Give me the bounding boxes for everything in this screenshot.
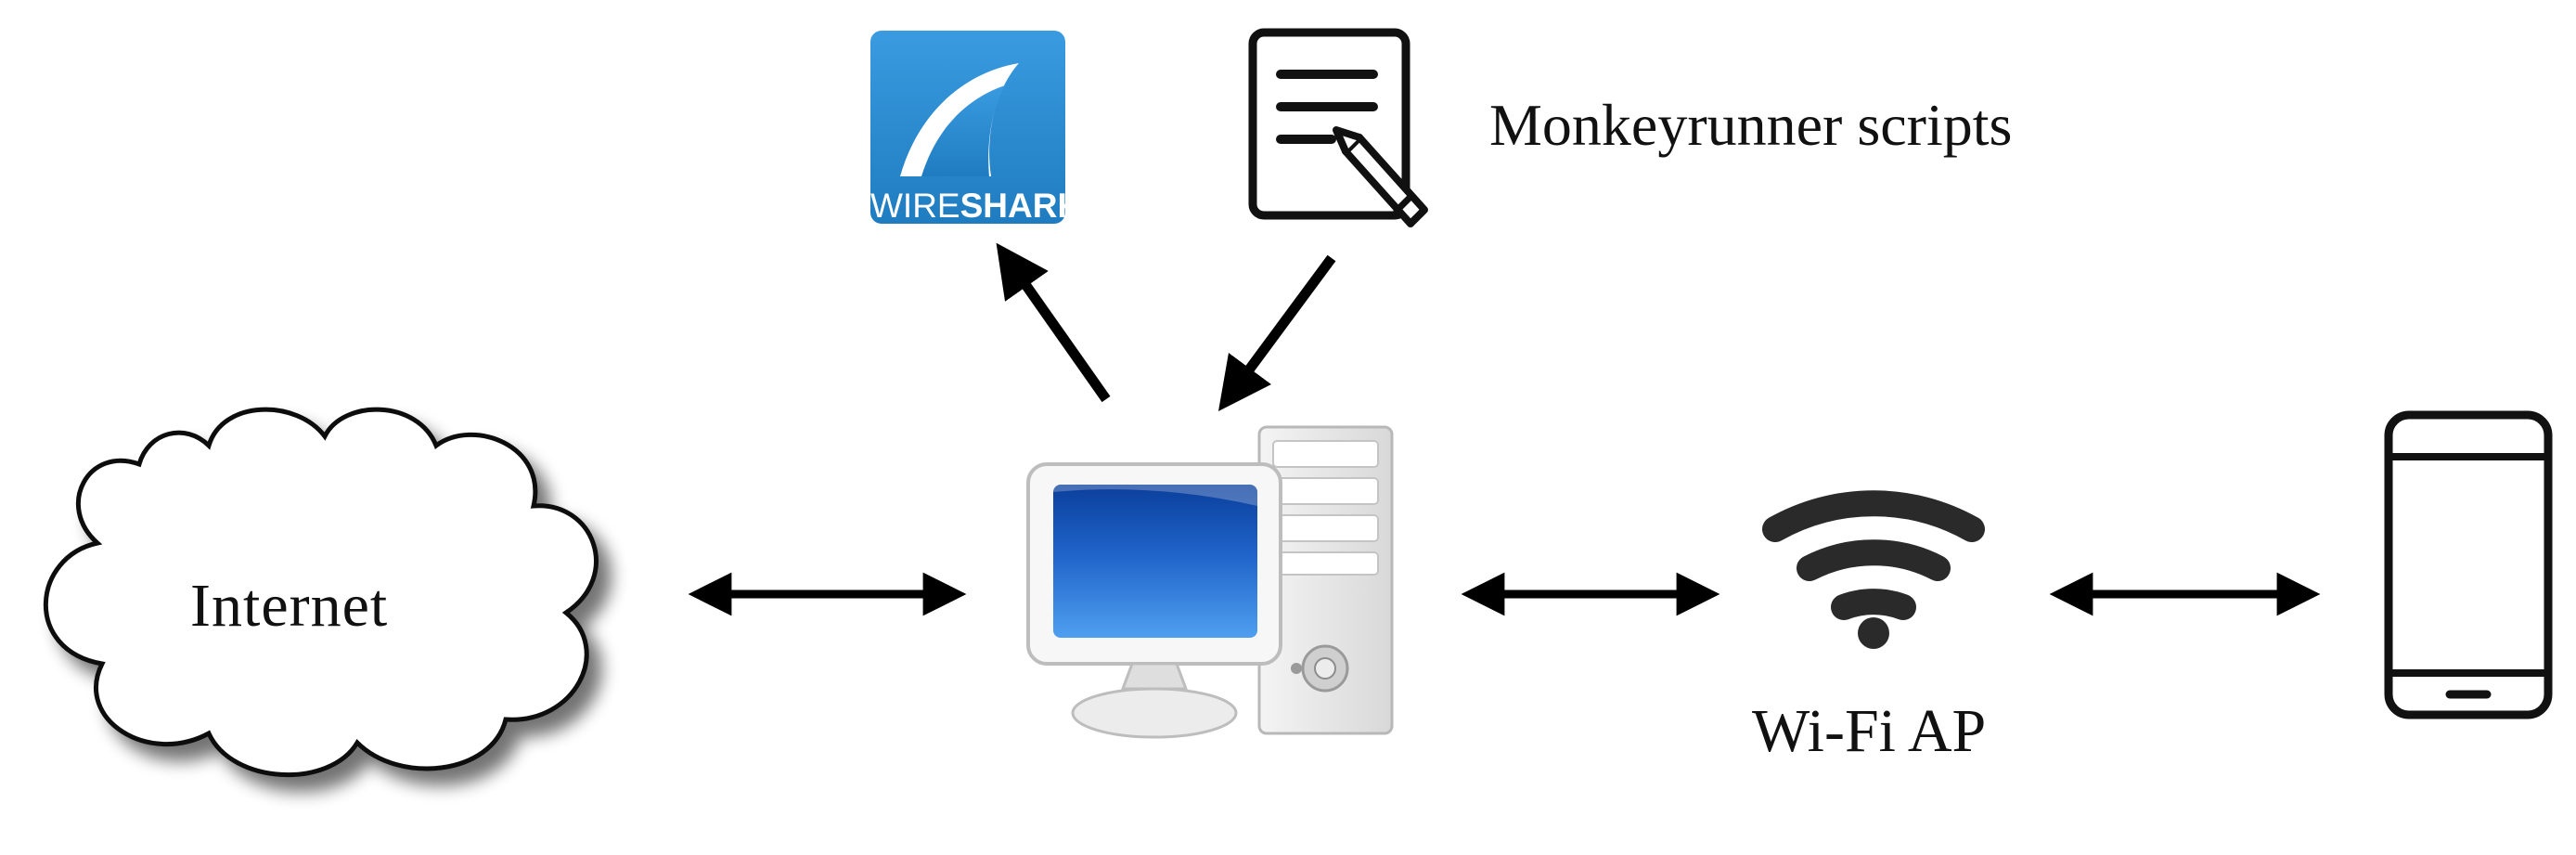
arrow-computer-to-wireshark xyxy=(996,242,1111,403)
document-pen-icon xyxy=(1248,28,1428,227)
smartphone-icon xyxy=(2384,410,2553,719)
wifi-ap-label: Wi-Fi AP xyxy=(1752,697,1987,765)
wireshark-logo-text: WIRESHARK xyxy=(870,187,1082,225)
wireshark-text-bold: SHARK xyxy=(960,187,1083,225)
wifi-icon xyxy=(1762,490,1985,649)
monkeyrunner-scripts-label: Monkeyrunner scripts xyxy=(1489,92,2013,158)
arrow-scripts-to-computer xyxy=(1217,254,1336,411)
cloud-icon xyxy=(43,407,599,778)
desktop-computer-icon xyxy=(1026,425,1394,739)
wireshark-text-light: WIRE xyxy=(870,187,960,225)
internet-label: Internet xyxy=(190,572,389,640)
wireshark-logo-icon xyxy=(870,31,1065,224)
